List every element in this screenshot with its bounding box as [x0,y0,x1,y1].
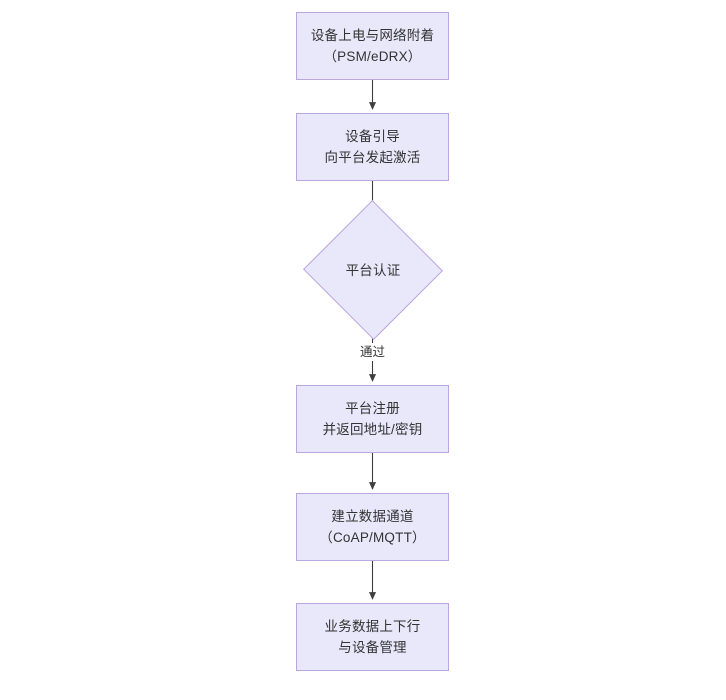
node-label-line-1: 平台认证 [345,262,401,278]
node-business-data-and-device-management[interactable]: 业务数据上下行 与设备管理 [296,603,449,671]
node-device-bootstrap-activation[interactable]: 设备引导 向平台发起激活 [296,113,449,181]
node-label-line-1: 设备上电与网络附着 [310,28,435,43]
node-platform-authentication[interactable]: 平台认证 [302,199,444,341]
node-label-line-2: 向平台发起激活 [324,150,421,165]
node-label-line-2: （PSM/eDRX） [323,49,422,64]
node-platform-registration[interactable]: 平台注册 并返回地址/密钥 [296,385,449,453]
node-label-line-1: 平台注册 [345,401,400,416]
node-label-line-2: 并返回地址/密钥 [322,422,423,437]
node-label-line-2: （CoAP/MQTT） [319,530,426,545]
node-label-line-1: 业务数据上下行 [324,619,421,634]
node-establish-data-channel[interactable]: 建立数据通道 （CoAP/MQTT） [296,493,449,561]
node-power-on-network-attach[interactable]: 设备上电与网络附着 （PSM/eDRX） [296,12,449,80]
node-label-line-1: 设备引导 [345,129,400,144]
edge-label-pass: 通过 [356,343,389,361]
node-label-line-2: 与设备管理 [338,640,407,655]
node-label-line-1: 建立数据通道 [331,509,414,524]
